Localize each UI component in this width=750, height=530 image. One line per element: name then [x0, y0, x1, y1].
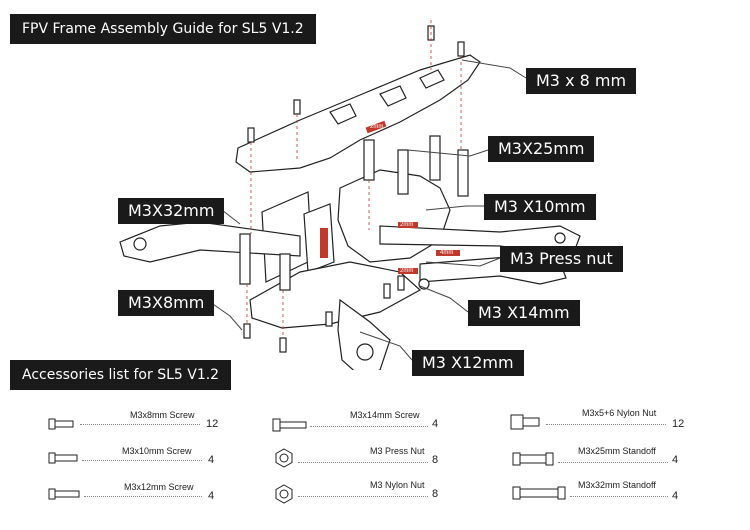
- part-mark: 2mm: [400, 222, 414, 228]
- accessory-name: M3x25mm Standoff: [578, 446, 656, 456]
- accessory-qty: 4: [432, 418, 439, 430]
- long-standoff-icon: [512, 486, 566, 500]
- accessory-qty: 4: [208, 490, 215, 502]
- part-mark: 4mm: [440, 250, 454, 256]
- arm-bottom: [337, 298, 391, 370]
- accessory-name: M3 Nylon Nut: [370, 480, 425, 490]
- callout-m3x25: M3X25mm: [488, 136, 595, 162]
- screw: [325, 311, 333, 327]
- long-screw-icon: [272, 418, 307, 432]
- accessory-qty: 4: [208, 454, 215, 466]
- screw: [247, 127, 255, 143]
- bottom-plate: [249, 261, 422, 329]
- top-plate: [235, 54, 481, 173]
- screw: [243, 323, 251, 339]
- standoff-icon: [512, 452, 554, 466]
- screw: [293, 99, 301, 115]
- callout-m3x10: M3 X10mm: [484, 194, 596, 220]
- accessory-name: M3x12mm Screw: [124, 482, 194, 492]
- accessory-qty: 8: [432, 488, 439, 500]
- standoff: [363, 139, 375, 181]
- standoff: [457, 149, 469, 197]
- accessory-name: M3x32mm Standoff: [578, 480, 656, 490]
- exploded-frame-diagram: [119, 20, 581, 370]
- standoff: [279, 253, 291, 291]
- screw: [397, 275, 405, 291]
- arm-left: [119, 221, 301, 263]
- callout-m3x32: M3X32mm: [118, 198, 225, 224]
- callout-m3x8-top: M3 x 8 mm: [526, 68, 637, 94]
- screw-icon: [48, 488, 80, 500]
- standoff: [397, 149, 409, 195]
- nylon-nut-icon: [275, 484, 293, 504]
- screw: [383, 283, 391, 299]
- screw: [457, 41, 465, 57]
- accessory-qty: 12: [206, 418, 219, 430]
- accessory-name: M3x10mm Screw: [122, 446, 192, 456]
- page-title: FPV Frame Assembly Guide for SL5 V1.2: [10, 14, 316, 44]
- accessory-name: M3x14mm Screw: [350, 410, 420, 420]
- accessory-qty: 4: [672, 454, 679, 466]
- part-mark: 2mm: [400, 268, 414, 274]
- accessory-name: M3 Press Nut: [370, 446, 425, 456]
- standoff: [239, 233, 251, 285]
- middle-plate: [337, 169, 451, 263]
- accessory-name: M3x8mm Screw: [130, 410, 195, 420]
- standoff: [429, 135, 441, 181]
- screw: [279, 337, 287, 353]
- accessory-name: M3x5+6 Nylon Nut: [582, 408, 657, 418]
- short-screw-icon: [48, 418, 74, 430]
- accessories-title: Accessories list for SL5 V1.2: [10, 360, 232, 390]
- camera-plate-right: [303, 203, 335, 273]
- callout-m3x14: M3 X14mm: [468, 300, 580, 326]
- accessory-qty: 8: [432, 454, 439, 466]
- accessory-qty: 4: [672, 490, 679, 502]
- press-nut-icon: [275, 448, 293, 468]
- part-mark: 2mm: [370, 124, 384, 130]
- callout-m3x12: M3 X12mm: [412, 350, 524, 376]
- screw-icon: [48, 452, 78, 464]
- callout-m3x8-left: M3X8mm: [118, 290, 215, 316]
- callout-m3-press-nut: M3 Press nut: [500, 246, 623, 272]
- nylon-standoff-nut-icon: [510, 414, 540, 430]
- accessory-qty: 12: [672, 418, 685, 430]
